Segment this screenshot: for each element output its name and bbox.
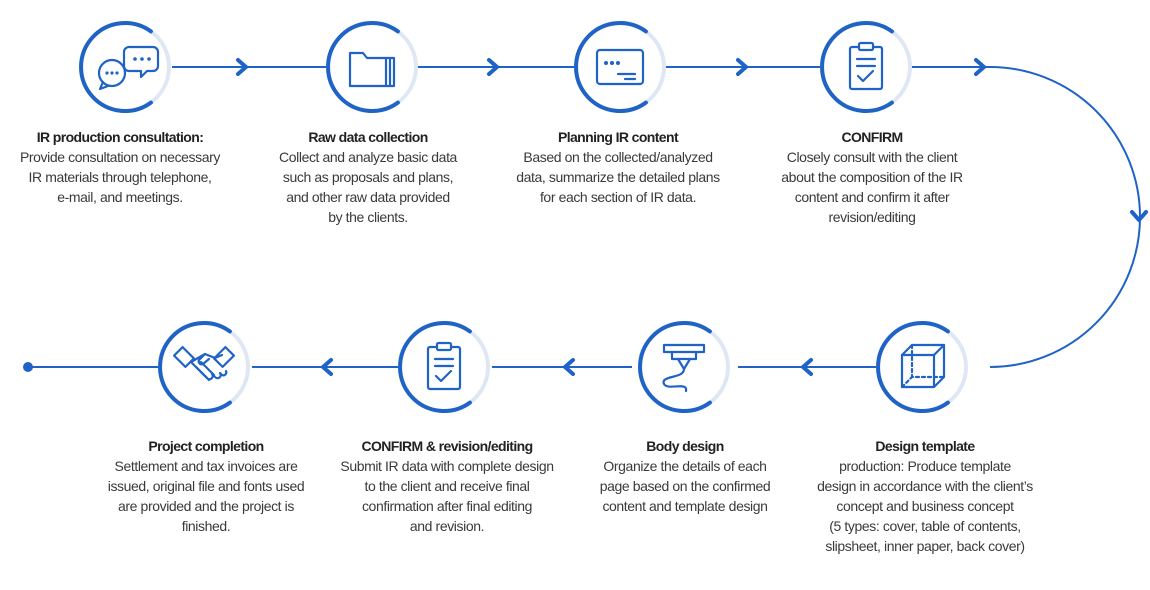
step-6-ring-arc: [638, 321, 712, 413]
arrow-right-icon: [487, 58, 499, 76]
curved-connector-line: [989, 66, 1141, 368]
cube-icon: [900, 343, 946, 389]
step-4-text: CONFIRM Closely consult with the client …: [752, 127, 992, 227]
step-4-description: Closely consult with the client about th…: [781, 149, 963, 225]
tablet-pen-icon: [662, 343, 706, 393]
step-6-text: Body design Organize the details of each…: [570, 436, 800, 516]
step-1-text: IR production consultation: Provide cons…: [0, 127, 240, 207]
id-card-icon: [595, 48, 645, 86]
step-3-ring-arc: [574, 21, 648, 113]
step-7-description: Submit IR data with complete design to t…: [340, 458, 554, 534]
arrow-down-icon: [1130, 210, 1148, 222]
step-7-text: CONFIRM & revision/editing Submit IR dat…: [318, 436, 576, 536]
flow-end-dot: [23, 362, 33, 372]
step-4-ring-arc: [820, 21, 894, 113]
step-5-ring-arc: [876, 321, 950, 413]
chat-bubbles-icon: [97, 45, 160, 91]
clipboard-check-icon: [848, 41, 884, 91]
arrow-left-icon: [321, 358, 333, 376]
handshake-icon: [173, 346, 235, 382]
step-3-text: Planning IR content Based on the collect…: [496, 127, 740, 207]
step-4-title: CONFIRM: [841, 129, 903, 145]
step-6-title: Body design: [646, 438, 724, 454]
step-1-ring-arc: [79, 21, 153, 113]
step-2-description: Collect and analyze basic data such as p…: [279, 149, 457, 225]
step-8-ring-arc: [158, 321, 232, 413]
clipboard-check-icon: [426, 341, 462, 391]
step-2-text: Raw data collection Collect and analyze …: [248, 127, 488, 227]
arrow-right-icon: [974, 58, 986, 76]
step-3-title: Planning IR content: [557, 129, 679, 145]
step-8-title: Project completion: [148, 438, 264, 454]
arrow-right-icon: [736, 58, 748, 76]
step-8-text: Project completion Settlement and tax in…: [84, 436, 328, 536]
step-3-description: Based on the collected/analyzed data, su…: [516, 149, 720, 205]
step-5-description: production: Produce template design in a…: [817, 458, 1033, 554]
step-1-description: Provide consultation on necessary IR mat…: [19, 149, 221, 205]
step-2-ring-arc: [326, 21, 400, 113]
folder-icon: [348, 51, 396, 88]
step-8-description: Settlement and tax invoices are issued, …: [107, 458, 305, 534]
step-2-title: Raw data collection: [308, 129, 428, 145]
step-5-title: Design template: [875, 438, 975, 454]
step-5-text: Design template production: Produce temp…: [790, 436, 1060, 556]
arrow-left-icon: [563, 358, 575, 376]
arrow-left-icon: [801, 358, 813, 376]
step-1-title: IR production consultation:: [36, 129, 204, 145]
arrow-right-icon: [236, 58, 248, 76]
step-7-title: CONFIRM & revision/editing: [361, 438, 533, 454]
step-6-description: Organize the details of each page based …: [599, 458, 771, 514]
step-7-ring-arc: [398, 321, 472, 413]
